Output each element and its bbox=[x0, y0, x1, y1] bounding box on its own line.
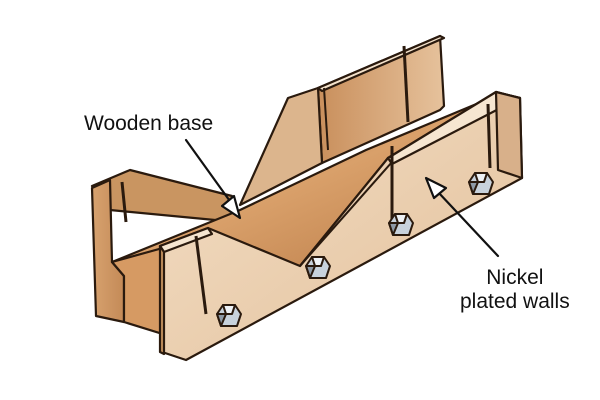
bolt-icon bbox=[468, 172, 494, 195]
leader-arrows bbox=[184, 138, 500, 258]
bolt-icon bbox=[216, 304, 242, 327]
wooden-base-label: Wooden base bbox=[84, 112, 214, 135]
bolts bbox=[216, 172, 494, 327]
arrow-icon bbox=[184, 138, 242, 220]
front-wall bbox=[158, 90, 524, 362]
walls-label-line-1: Nickel bbox=[486, 266, 544, 289]
arrow-icon bbox=[424, 176, 500, 258]
back-wall bbox=[90, 34, 446, 224]
bolt-icon bbox=[388, 213, 414, 236]
bolt-icon bbox=[305, 256, 331, 279]
nickel-plated-walls-label: Nickel plated walls bbox=[460, 266, 570, 314]
walls-label-line-2: plated walls bbox=[460, 290, 570, 313]
